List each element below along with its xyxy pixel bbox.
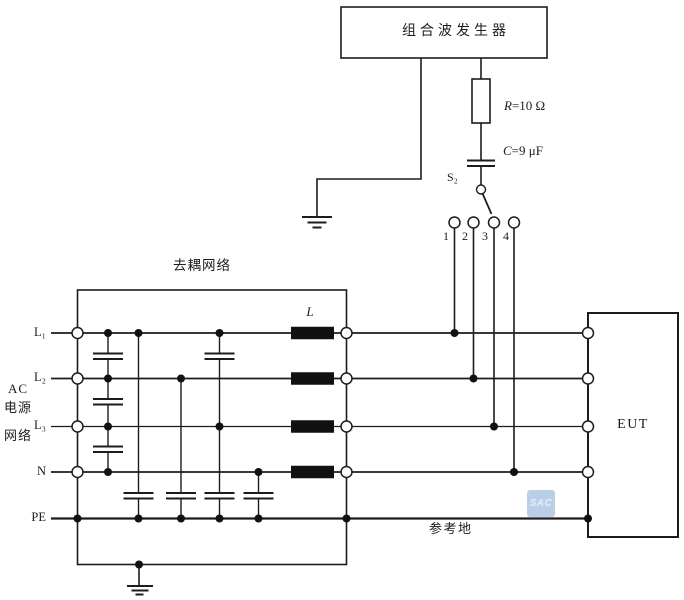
terminal-3-label: 3 [482,229,488,243]
junction-dots [73,329,592,569]
resistor-symbol-letter: R [504,98,512,113]
switch-label: S₂ [447,170,458,184]
eut-label: EUT [617,416,649,432]
generator-label: 组合波发生器 [402,24,510,40]
capacitor-symbol-letter: C [503,143,512,158]
capacitor-symbol [467,159,495,167]
inductor-symbols [291,326,334,479]
terminal-drop-wires [453,228,515,472]
inductor-label: L [306,304,314,319]
line-label-pe: PE [31,510,46,524]
line-label-l1: L₁ [34,324,46,339]
reference-ground-label: 参考地 [429,521,473,536]
resistor-symbol [471,78,491,160]
earth-ground-icon [302,216,332,229]
cap-columns-to-pe [123,333,274,519]
eut-box [587,312,679,538]
cap-column-line-to-line [93,333,123,472]
switch-s2-symbol [475,166,493,215]
selector-terminals [448,216,521,229]
line-label-l3: L₃ [34,418,46,432]
line-label-l2: L₂ [34,370,46,384]
line-label-n: N [36,463,46,478]
decoupling-earth-ground-icon [127,564,153,596]
resistor-value: =10 Ω [511,98,546,113]
ac-source-label-1: AC [7,381,29,396]
decoupling-network-label: 去耦网络 [173,258,231,273]
generator-output-wires [316,58,482,216]
resistor-label: R=10 Ω [504,98,546,114]
generator-box [340,6,548,59]
terminal-2-label: 2 [462,229,468,243]
terminal-4-label: 4 [503,229,509,243]
port-circles [71,326,595,479]
capacitor-value: =9 μF [511,143,543,158]
terminal-1-label: 1 [443,229,449,243]
ac-source-label-2: 电源 [3,400,32,415]
sac-watermark: SAC [527,490,555,517]
ac-source-label-3: 网络 [3,428,32,443]
capacitor-label: C=9 μF [503,143,543,159]
